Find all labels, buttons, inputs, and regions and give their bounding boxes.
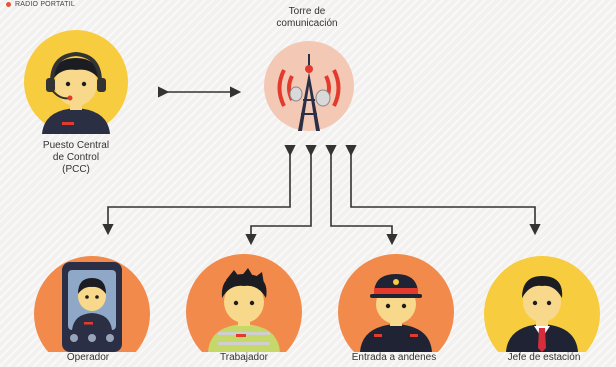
arrow-operador: [102, 145, 296, 236]
pcc-label-line3: (PCC): [62, 164, 90, 175]
pcc-label-line2: de Control: [52, 152, 100, 163]
station-chief-icon: [480, 252, 604, 352]
tower-label-line1: Torre de: [288, 6, 326, 17]
trabajador-label: Trabajador: [220, 352, 268, 363]
arrow-trabajador: [245, 145, 317, 246]
legend-tag: RADIO PORTATIL: [6, 1, 75, 8]
tag-text: RADIO PORTATIL: [15, 1, 75, 8]
tower-label-line2: comunicación: [276, 18, 338, 29]
tag-dot: [6, 2, 11, 7]
arrow-entrada: [325, 145, 398, 246]
headset-operator-icon: [8, 30, 144, 134]
pcc-label-line1: Puesto Central: [42, 140, 110, 151]
arrow-jefe: [345, 145, 541, 236]
tower-label: Torre de comunicación: [262, 6, 352, 30]
worker-icon: [178, 250, 310, 352]
train-operator-icon: [30, 252, 154, 352]
guard-icon: [330, 250, 462, 352]
jefe-label: Jefe de estación: [507, 352, 581, 363]
operador-label: Operador: [66, 352, 110, 363]
entrada-label: Entrada a andenes: [351, 352, 437, 363]
radio-tower-icon: [254, 36, 364, 136]
pcc-label: Puesto Central de Control (PCC): [22, 140, 130, 176]
